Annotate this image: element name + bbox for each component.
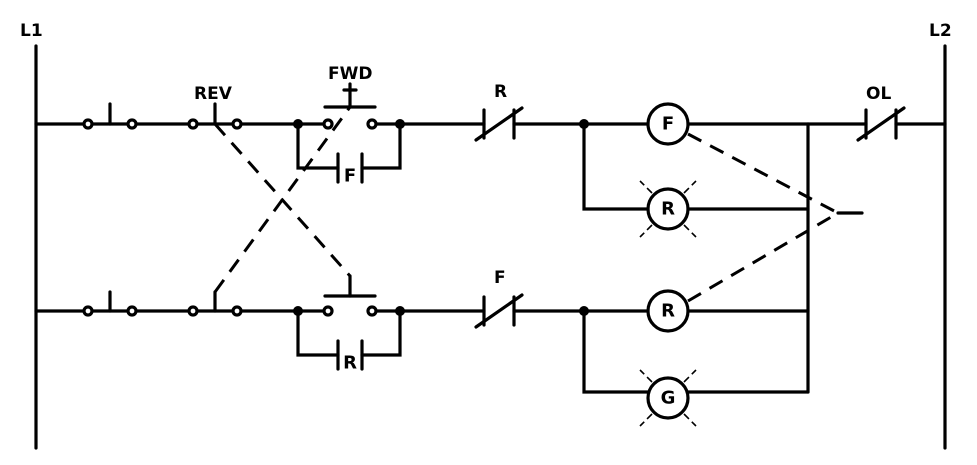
interlock-contact-r: R	[474, 82, 524, 142]
coil-reverse: R	[646, 289, 690, 333]
stop-pushbutton-bottom	[82, 290, 138, 317]
stop-pushbutton-top	[82, 102, 138, 130]
coil-forward: F	[646, 102, 690, 146]
overload-contact: OL	[856, 84, 906, 142]
rung-reverse: R F R	[34, 268, 810, 374]
seal-in-r-label: R	[343, 353, 357, 374]
seal-in-contact-f: F	[296, 122, 402, 187]
rev-pushbutton-no	[187, 290, 243, 317]
lamp-reverse: R	[639, 180, 697, 238]
power-rails: L1 L2	[20, 21, 952, 450]
overload-label: OL	[866, 84, 891, 104]
fwd-label: FWD	[328, 64, 372, 84]
lamp-green: G	[639, 369, 697, 427]
rail-l2-label: L2	[929, 21, 952, 41]
rev-pushbutton-nc: REV	[187, 84, 243, 130]
interlock-contact-f: F	[474, 268, 524, 329]
interlock-r-label: R	[494, 82, 507, 102]
lamp-reverse-label: R	[661, 199, 675, 220]
interlock-f-label: F	[494, 268, 506, 288]
rung-forward: REV FWD F R	[34, 64, 947, 187]
branch-reverse-lamp: R	[582, 122, 810, 394]
fwd-pushbutton-no: FWD	[296, 64, 378, 130]
fwd-pushbutton-nc	[296, 274, 378, 317]
rev-label: REV	[194, 84, 233, 104]
coil-f-linkage	[687, 132, 839, 215]
seal-in-contact-r: R	[296, 309, 402, 374]
coil-reverse-label: R	[661, 301, 675, 322]
branch-green-lamp: G	[582, 309, 810, 427]
coil-forward-label: F	[662, 114, 674, 135]
coil-r-linkage	[687, 211, 839, 303]
seal-in-f-label: F	[344, 166, 356, 187]
rail-l1-label: L1	[20, 21, 43, 41]
fwd-linkage	[213, 106, 352, 293]
lamp-green-label: G	[661, 388, 676, 409]
mechanical-linkages	[213, 106, 864, 303]
